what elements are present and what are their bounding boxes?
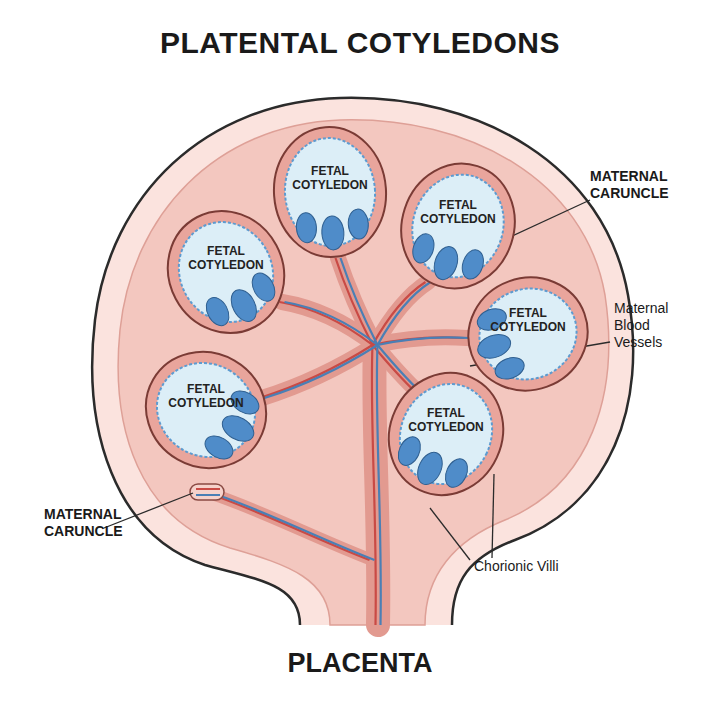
artery xyxy=(373,345,416,392)
cotyledon-group xyxy=(125,330,288,490)
artery xyxy=(260,345,373,398)
fetal-cotyledon: FETAL COTYLEDON xyxy=(167,208,285,336)
villus-lobe xyxy=(202,294,234,330)
caruncle-loop xyxy=(190,484,224,500)
villus-lobe xyxy=(413,448,447,488)
loop-artery xyxy=(196,488,220,490)
artery xyxy=(213,495,370,560)
cotyledon-label: FETAL COTYLEDON xyxy=(286,165,374,219)
cotyledon-group xyxy=(385,149,530,303)
villous-area xyxy=(140,345,273,475)
villus-lobe xyxy=(248,269,280,305)
villus-lobe xyxy=(492,354,527,383)
leader-line xyxy=(492,474,494,558)
vein xyxy=(285,302,378,345)
fetal-cotyledon: FETAL COTYLEDON xyxy=(272,125,388,259)
vein xyxy=(377,345,381,625)
cotyledon-label: FETAL COTYLEDON xyxy=(402,407,490,461)
caruncle-ring xyxy=(369,354,523,514)
cotyledon-group xyxy=(369,354,523,514)
vein xyxy=(218,495,375,560)
villus-lobe xyxy=(430,244,461,283)
leader-line xyxy=(430,508,470,560)
caruncle-ring xyxy=(125,330,288,490)
villous-area xyxy=(161,205,290,338)
loop-vein xyxy=(196,494,220,496)
fetal-cotyledon: FETAL COTYLEDON xyxy=(147,347,265,473)
villous-area xyxy=(399,163,517,290)
cotyledon-group xyxy=(270,123,391,260)
villous-area xyxy=(384,369,509,499)
villus-lobe xyxy=(474,330,513,362)
loop-capsule xyxy=(190,484,224,500)
caruncle-ring xyxy=(270,123,391,260)
villus-lobe xyxy=(218,410,258,446)
leader-line xyxy=(508,200,590,238)
cotyledon-label: FETAL COTYLEDON xyxy=(182,245,270,299)
villus-lobe xyxy=(295,212,317,243)
cotyledon-label: FETAL COTYLEDON xyxy=(162,383,250,437)
fetal-cotyledon: FETAL COTYLEDON xyxy=(470,272,586,396)
diagram-caption: PLACENTA xyxy=(0,648,720,679)
fetal-cotyledon: FETAL COTYLEDON xyxy=(400,161,516,291)
villus-lobe xyxy=(409,231,437,266)
cotyledon-group xyxy=(147,190,306,353)
placenta-outline xyxy=(92,98,633,625)
caruncle-ring xyxy=(385,149,530,303)
part-label: Chorionic Villi xyxy=(474,558,604,575)
leader-lines xyxy=(104,200,610,560)
fetal-cotyledon: FETAL COTYLEDON xyxy=(388,370,504,498)
vein xyxy=(378,337,470,345)
part-label: MATERNAL CARUNCLE xyxy=(590,168,682,202)
artery xyxy=(372,345,376,625)
villus-lobe xyxy=(321,215,345,250)
villus-lobe xyxy=(347,208,369,239)
cotyledon-label: FETAL COTYLEDON xyxy=(414,199,502,253)
villus-lobe xyxy=(441,455,472,491)
maternal-tissue xyxy=(118,120,609,625)
diagram-title: PLATENTAL COTYLEDONS xyxy=(0,26,720,60)
caruncle-ring xyxy=(147,190,306,353)
villus-lobe xyxy=(459,247,487,282)
vein xyxy=(378,282,431,345)
part-label: Maternal Blood Vessels xyxy=(614,300,688,350)
cotyledon-label: FETAL COTYLEDON xyxy=(484,307,572,361)
villous-area xyxy=(467,275,590,393)
vein xyxy=(265,345,378,398)
part-label: MATERNAL CARUNCLE xyxy=(44,506,136,540)
artery xyxy=(280,302,373,345)
